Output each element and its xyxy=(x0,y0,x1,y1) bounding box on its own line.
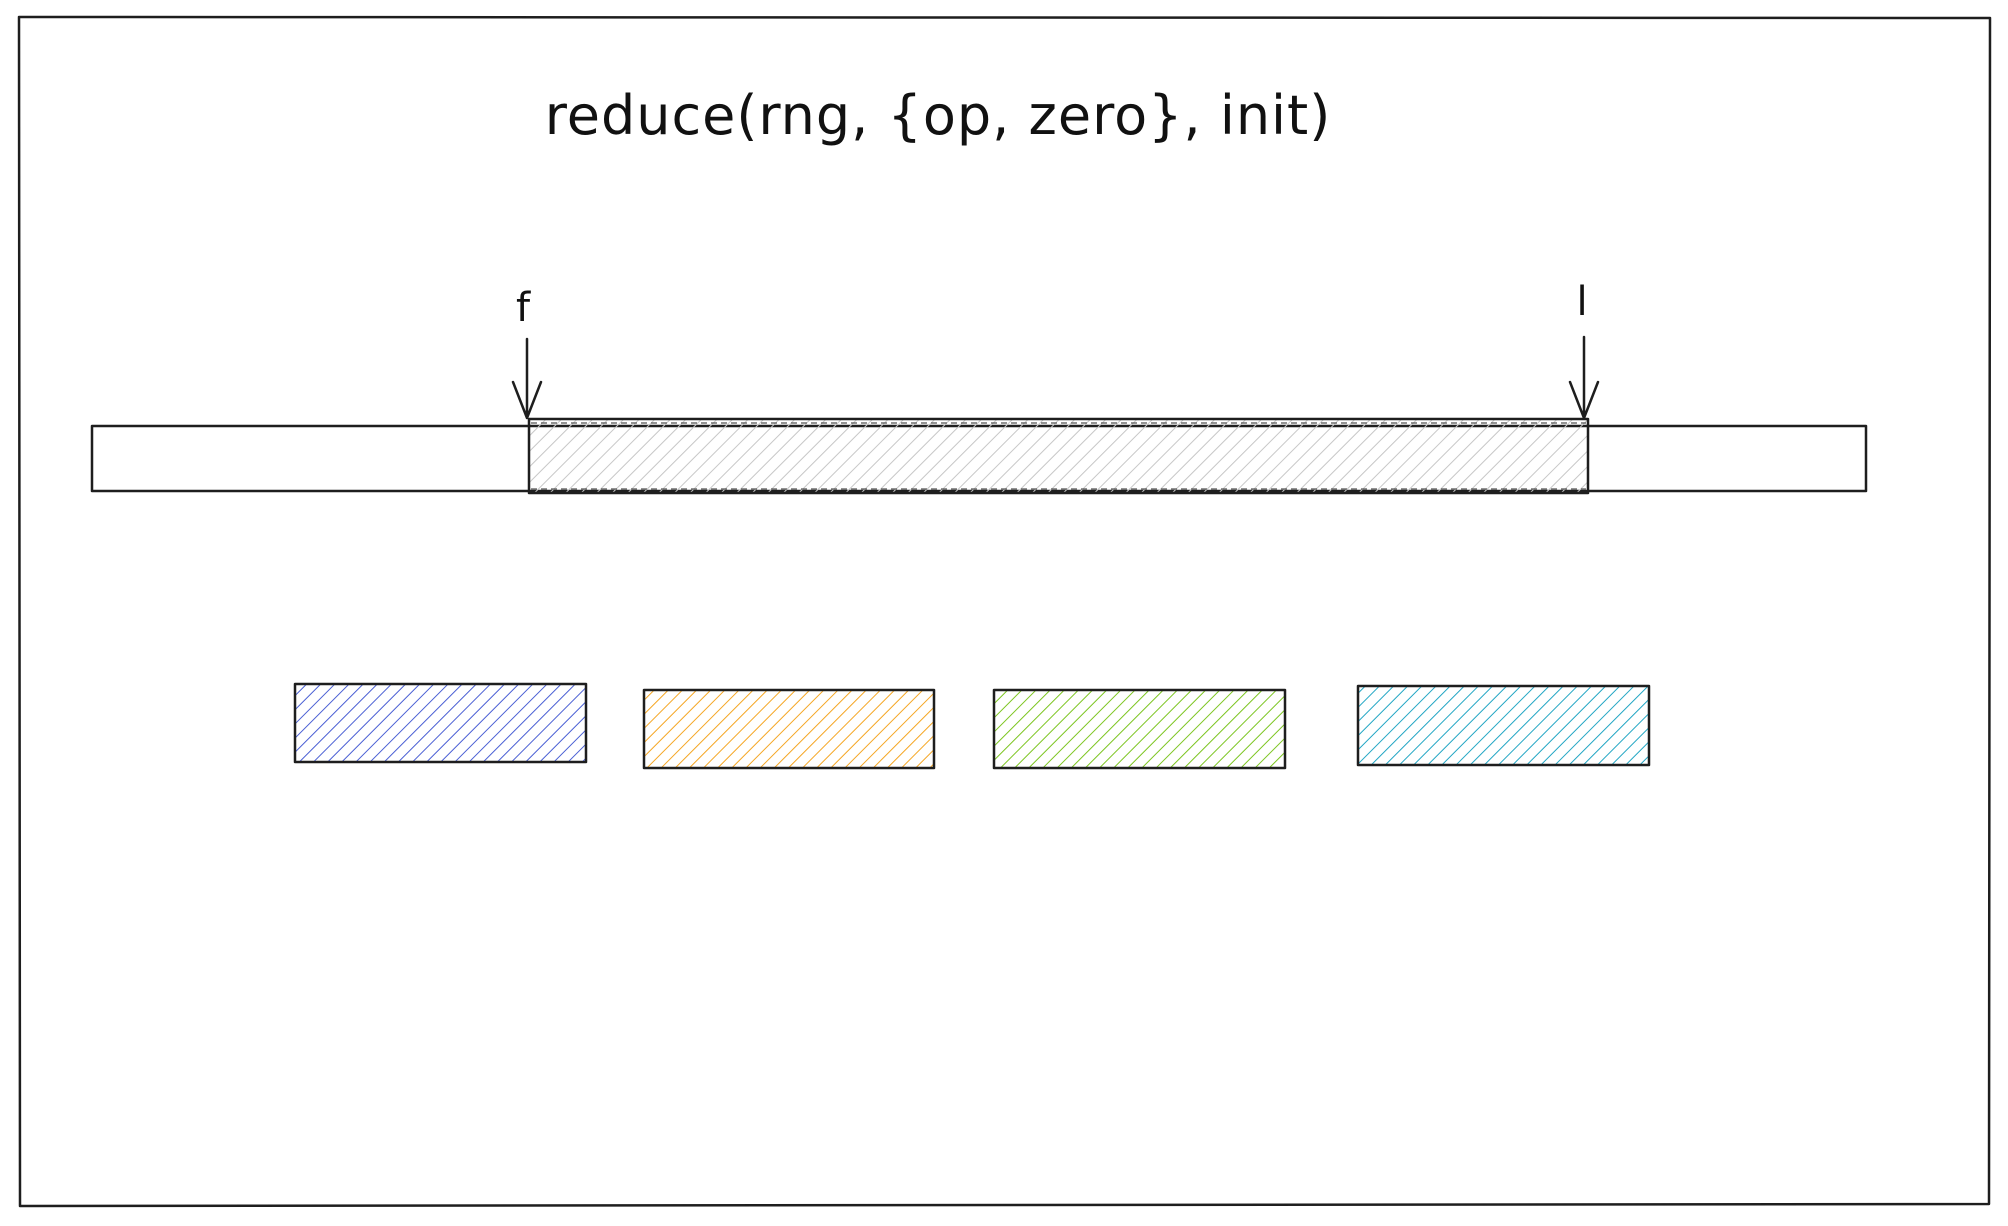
pointer-first-label: f xyxy=(516,285,531,331)
outer-frame xyxy=(17,15,1992,1208)
pointer-last-label: l xyxy=(1576,279,1587,325)
diagram-title: reduce(rng, {op, zero}, init) xyxy=(545,84,1332,147)
selected-subrange xyxy=(527,417,1590,495)
chunk-orange xyxy=(642,688,936,770)
pointer-first: f xyxy=(511,285,543,420)
chunk-blue xyxy=(293,682,588,764)
pointer-last-arrow-icon xyxy=(1568,335,1600,420)
pointer-last: l xyxy=(1568,279,1600,420)
pointer-first-arrow-icon xyxy=(511,337,543,420)
chunk-green xyxy=(992,688,1287,770)
chunk-cyan xyxy=(1356,684,1651,767)
